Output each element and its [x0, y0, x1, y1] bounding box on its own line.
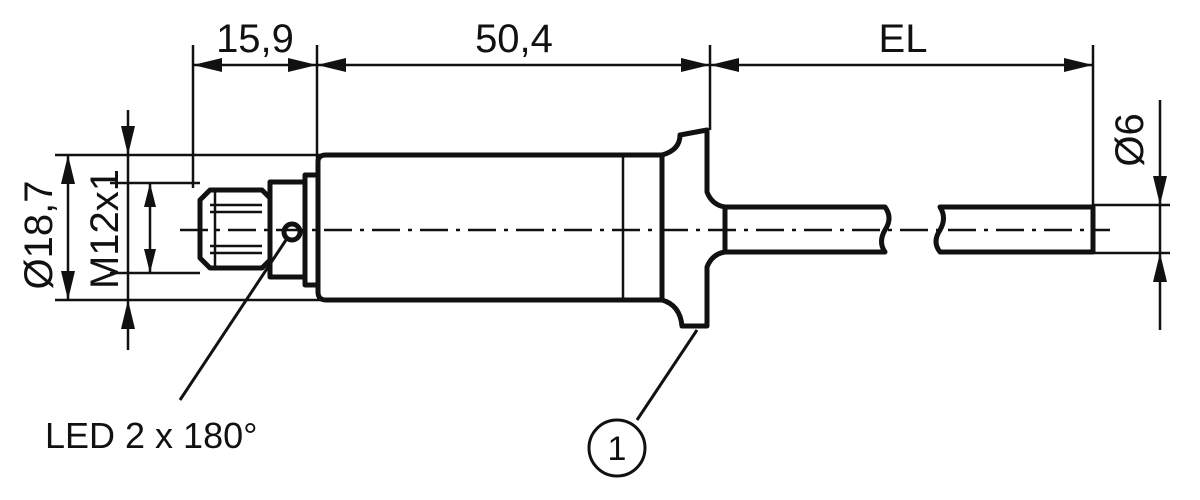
sensor-body — [197, 127, 1096, 329]
dim-label-15-9: 15,9 — [216, 17, 294, 61]
dimension-el: EL — [710, 17, 1093, 72]
dimension-thread-m12: M12x1 — [61, 155, 156, 300]
dimension-diameter-18-7: Ø18,7 — [17, 110, 135, 350]
dim-label-50-4: 50,4 — [475, 17, 553, 61]
led-note: LED 2 x 180° — [45, 415, 258, 456]
dim-label-el: EL — [879, 17, 928, 61]
dimension-15-9: 15,9 — [193, 17, 317, 72]
led-indicator — [281, 221, 303, 243]
dim-label-thread-m12: M12x1 — [83, 169, 127, 289]
dim-label-diameter-18-7: Ø18,7 — [17, 181, 61, 290]
cable-left — [722, 204, 892, 255]
cable-right — [933, 204, 1096, 255]
dimension-diameter-6: Ø6 — [1108, 100, 1167, 330]
dim-label-diameter-6: Ø6 — [1108, 113, 1152, 166]
dimension-50-4: 50,4 — [317, 17, 710, 72]
housing — [315, 152, 665, 303]
balloon-circle — [587, 418, 647, 478]
flange — [659, 127, 728, 329]
balloon-callout: 1 — [587, 329, 699, 478]
led-callout: LED 2 x 180° — [45, 239, 288, 456]
extension-lines — [55, 45, 1170, 302]
balloon-label: 1 — [608, 430, 627, 468]
